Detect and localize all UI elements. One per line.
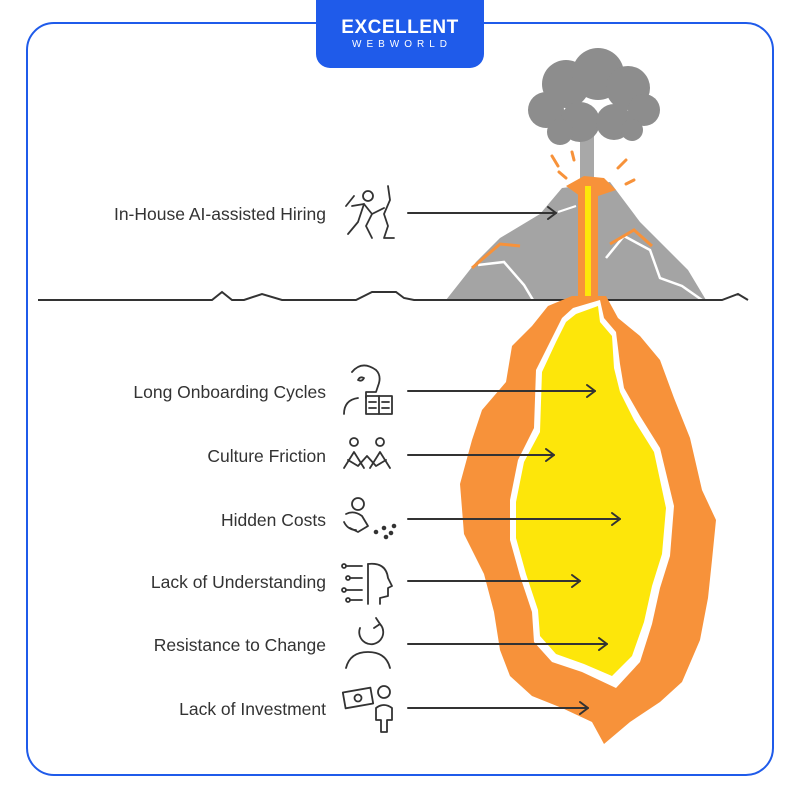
label-long-onboarding: Long Onboarding Cycles	[133, 382, 326, 402]
label-lack-of-investment: Lack of Investment	[179, 699, 326, 719]
brand-line-1: EXCELLENT	[341, 17, 459, 38]
lava-sparks	[550, 150, 636, 186]
person-cycle-icon	[345, 617, 391, 669]
smoke-cloud	[528, 48, 660, 188]
ground-line	[38, 290, 749, 301]
reader-icon	[343, 364, 393, 415]
label-hidden-costs: Hidden Costs	[220, 510, 326, 530]
label-culture-friction: Culture Friction	[207, 446, 326, 466]
hidden-person-icon	[343, 497, 397, 540]
money-person-icon	[341, 685, 393, 733]
label-resistance-to-change: Resistance to Change	[153, 635, 326, 655]
volcano-mountain	[446, 182, 706, 302]
lava-conduit	[566, 176, 616, 302]
climber-icon	[345, 185, 395, 239]
label-in-house-hiring: In-House AI-assisted Hiring	[113, 204, 326, 224]
head-profile-icon	[341, 562, 393, 605]
label-lack-of-understanding: Lack of Understanding	[150, 572, 326, 592]
arrows	[407, 206, 621, 715]
people-conflict-icon	[343, 437, 391, 469]
brand-line-2: WEBWORLD	[352, 39, 452, 50]
brand-logo: EXCELLENT WEBWORLD	[316, 0, 484, 68]
